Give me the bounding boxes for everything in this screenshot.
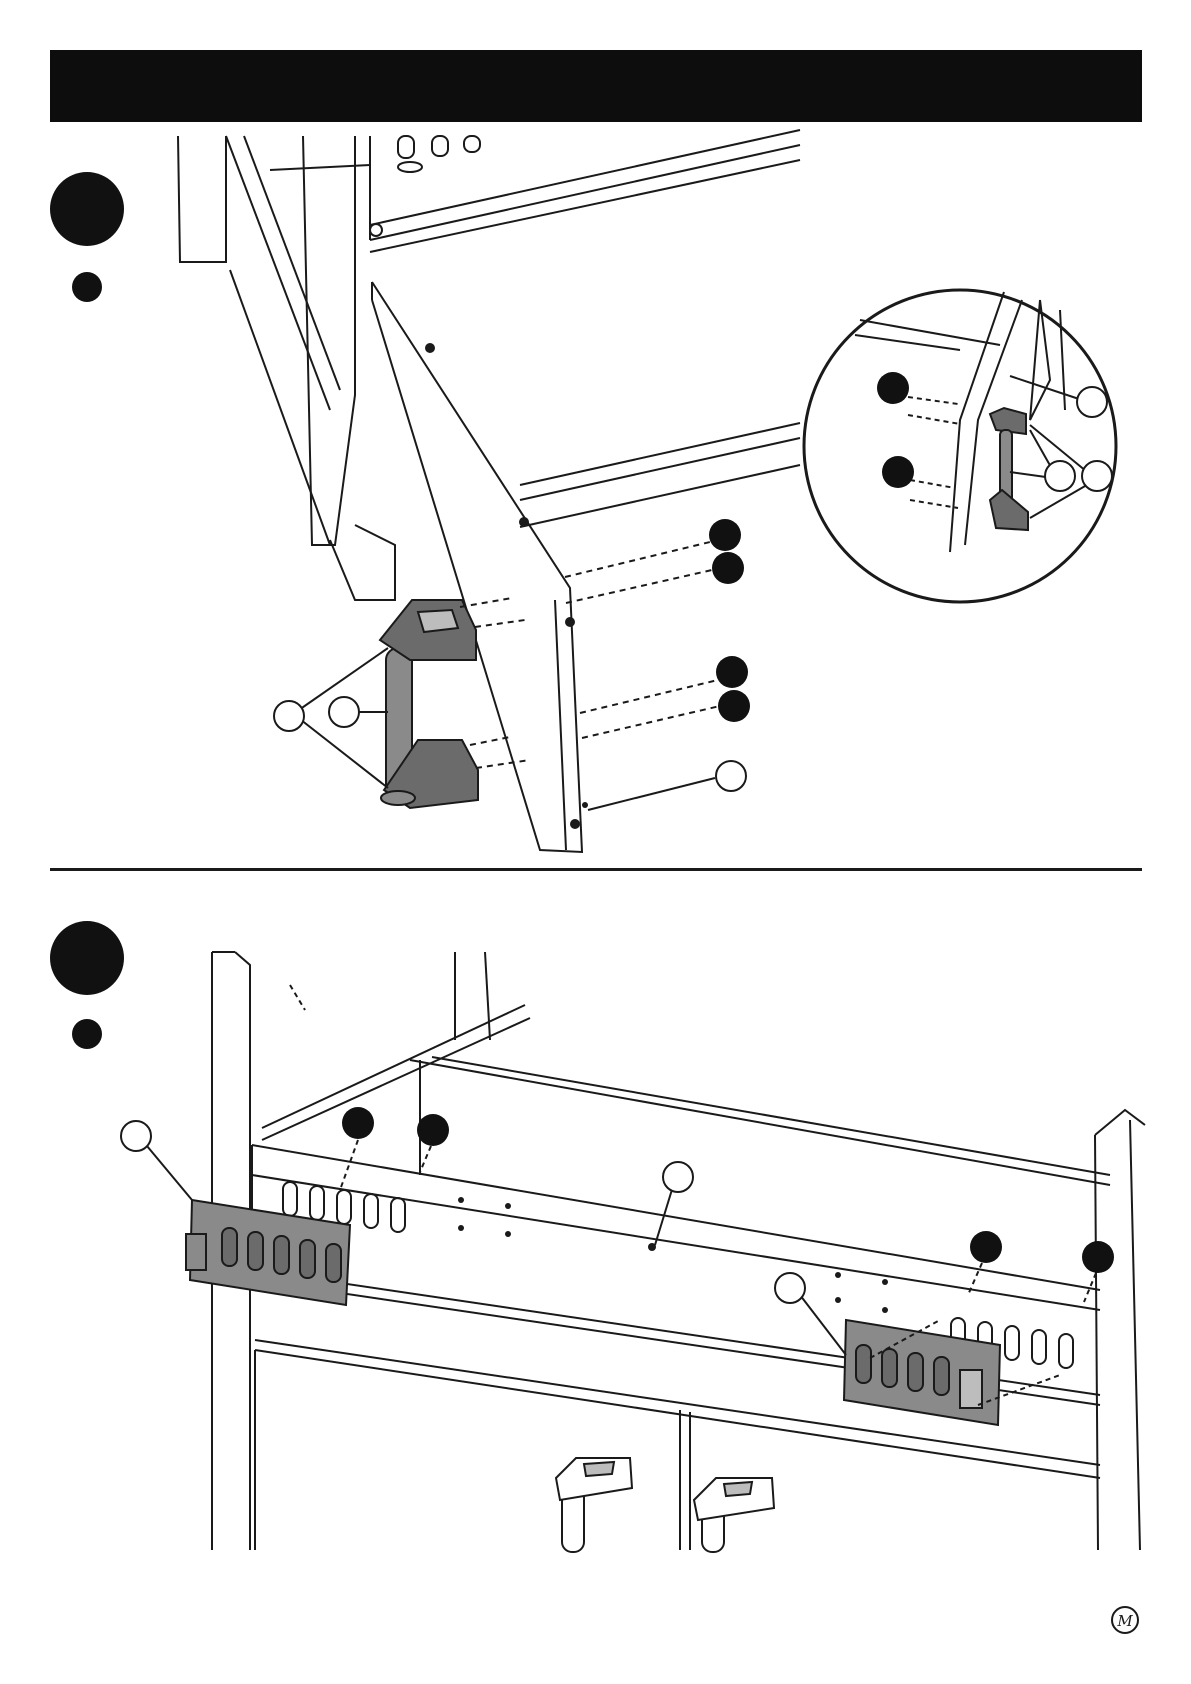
screw-callout	[712, 552, 744, 584]
screw-callout	[342, 1107, 374, 1139]
right-bracket-plate	[844, 1320, 1000, 1425]
screw-callout	[417, 1114, 449, 1146]
step-2-sub-marker	[72, 1019, 102, 1049]
handle-part	[380, 600, 478, 808]
step-1-number-marker	[50, 172, 124, 246]
left-bracket-plate	[186, 1200, 350, 1305]
panel-holes	[458, 1197, 888, 1313]
part-leader-lines	[296, 648, 715, 810]
step-2-dashed-leaders	[290, 985, 1096, 1405]
detail-magnifier	[804, 290, 1116, 602]
brand-logo-icon: M	[1110, 1605, 1142, 1637]
screw-callout	[716, 656, 748, 688]
step-2-part-leaders	[147, 1146, 846, 1355]
step-2-callouts	[121, 1107, 1114, 1303]
step-2-number-marker	[50, 921, 124, 995]
screw-callout	[709, 519, 741, 551]
step-1-sub-marker	[72, 272, 102, 302]
door-handles	[556, 1458, 774, 1552]
part-callout	[775, 1273, 805, 1303]
part-callout	[716, 761, 746, 791]
step-divider	[50, 868, 1142, 871]
screw-callout	[970, 1231, 1002, 1263]
step-1-illustration	[0, 0, 1191, 870]
part-callout	[121, 1121, 151, 1151]
screw-callout	[1082, 1241, 1114, 1273]
front-vent-slots	[283, 1182, 1073, 1368]
part-callout	[663, 1162, 693, 1192]
cart-body	[212, 952, 1145, 1550]
screw-callout	[718, 690, 750, 722]
part-callout	[274, 701, 304, 731]
screw-leader-lines	[460, 542, 720, 768]
part-callout	[329, 697, 359, 727]
cart-frame	[178, 130, 800, 852]
svg-text:M: M	[1116, 1612, 1133, 1630]
step-1-callouts	[274, 519, 750, 791]
